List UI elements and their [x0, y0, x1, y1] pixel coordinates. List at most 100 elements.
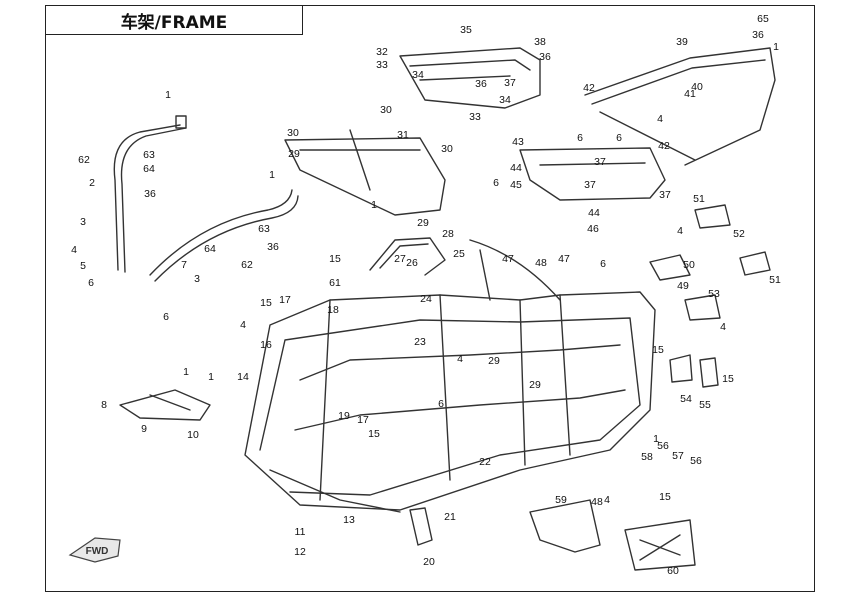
callout-11: 11 [295, 526, 306, 538]
callout-63: 63 [143, 149, 155, 161]
front-bumper-part [113, 115, 299, 282]
callout-37: 37 [504, 77, 516, 89]
callout-30: 30 [287, 127, 299, 139]
callout-62: 62 [78, 154, 90, 166]
callout-64: 64 [143, 163, 155, 175]
callout-6: 6 [600, 258, 606, 270]
callout-15: 15 [652, 344, 664, 356]
callout-48: 48 [535, 257, 547, 269]
callout-48: 48 [591, 496, 603, 508]
callout-21: 21 [444, 511, 456, 523]
callout-3: 3 [194, 273, 200, 285]
callout-28: 28 [442, 228, 454, 240]
callout-26: 26 [406, 257, 418, 269]
callout-16: 16 [260, 339, 272, 351]
cargo-rack-part [584, 47, 776, 166]
callout-34: 34 [499, 94, 511, 106]
callout-59: 59 [555, 494, 567, 506]
license-bracket-part [624, 519, 696, 571]
callout-10: 10 [187, 429, 199, 441]
callout-55: 55 [699, 399, 711, 411]
callout-4: 4 [677, 225, 683, 237]
callout-60: 60 [667, 565, 679, 577]
callout-29: 29 [417, 217, 429, 229]
callout-56: 56 [690, 455, 702, 467]
callout-14: 14 [237, 371, 249, 383]
callout-3: 3 [80, 216, 86, 228]
callout-4: 4 [720, 321, 726, 333]
callout-6: 6 [438, 398, 444, 410]
callout-29: 29 [288, 148, 300, 160]
callout-34: 34 [412, 69, 424, 81]
callout-63: 63 [258, 223, 270, 235]
callout-7: 7 [181, 259, 187, 271]
skid-plate-part [529, 499, 601, 553]
callout-36: 36 [267, 241, 279, 253]
rear-rack-part [399, 47, 541, 109]
callout-56: 56 [657, 440, 669, 452]
callout-62: 62 [241, 259, 253, 271]
callout-6: 6 [616, 132, 622, 144]
seat-bracket-part [369, 237, 446, 276]
callout-2: 2 [89, 177, 95, 189]
callout-32: 32 [376, 46, 388, 58]
callout-43: 43 [512, 136, 524, 148]
callout-4: 4 [240, 319, 246, 331]
callout-46: 46 [587, 223, 599, 235]
callout-13: 13 [343, 514, 355, 526]
callout-6: 6 [493, 177, 499, 189]
callout-36: 36 [752, 29, 764, 41]
callout-42: 42 [658, 140, 670, 152]
callout-19: 19 [338, 410, 350, 422]
callout-4: 4 [457, 353, 463, 365]
callout-15: 15 [329, 253, 341, 265]
callout-33: 33 [469, 111, 481, 123]
callout-42: 42 [583, 82, 595, 94]
callout-17: 17 [279, 294, 291, 306]
callout-24: 24 [420, 293, 432, 305]
callout-51: 51 [693, 193, 705, 205]
diagram-title: 车架/FRAME [45, 5, 303, 35]
callout-15: 15 [368, 428, 380, 440]
callout-15: 15 [260, 297, 272, 309]
callout-6: 6 [577, 132, 583, 144]
callout-23: 23 [414, 336, 426, 348]
lower-bracket-part [409, 507, 433, 546]
callout-54: 54 [680, 393, 692, 405]
callout-58: 58 [641, 451, 653, 463]
callout-41: 41 [684, 88, 696, 100]
callout-65: 65 [757, 13, 769, 25]
side-brackets-part [649, 204, 771, 388]
callout-30: 30 [380, 104, 392, 116]
callout-8: 8 [101, 399, 107, 411]
callout-30: 30 [441, 143, 453, 155]
callout-36: 36 [539, 51, 551, 63]
callout-15: 15 [659, 491, 671, 503]
callout-9: 9 [141, 423, 147, 435]
crossmember-part [284, 129, 446, 216]
callout-6: 6 [88, 277, 94, 289]
callout-47: 47 [558, 253, 570, 265]
callout-61: 61 [329, 277, 341, 289]
callout-57: 57 [672, 450, 684, 462]
callout-12: 12 [294, 546, 306, 558]
forward-arrow-icon: FWD [68, 537, 121, 563]
main-frame-part [244, 239, 656, 513]
rear-guard-part [519, 147, 666, 201]
fwd-label: FWD [86, 546, 109, 557]
callout-39: 39 [676, 36, 688, 48]
callout-37: 37 [584, 179, 596, 191]
callout-36: 36 [144, 188, 156, 200]
callout-1: 1 [183, 366, 189, 378]
callout-49: 49 [677, 280, 689, 292]
callout-45: 45 [510, 179, 522, 191]
footrest-bracket-part [119, 389, 211, 421]
callout-36: 36 [475, 78, 487, 90]
callout-1: 1 [773, 41, 779, 53]
callout-1: 1 [371, 199, 377, 211]
callout-15: 15 [722, 373, 734, 385]
callout-44: 44 [588, 207, 600, 219]
drawing-frame [45, 5, 815, 592]
